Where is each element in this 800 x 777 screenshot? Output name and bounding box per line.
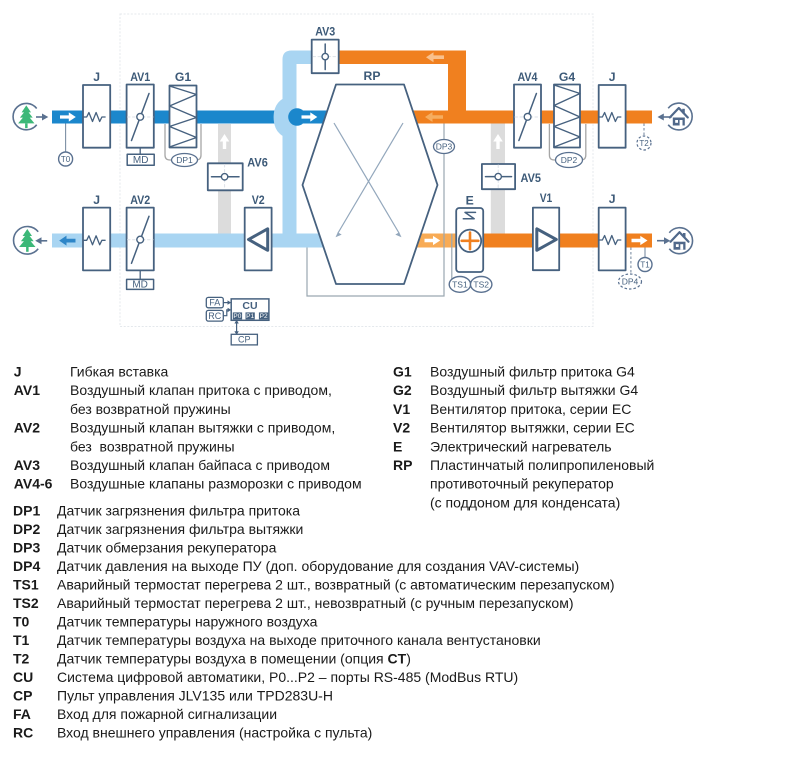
svg-text:TS2: TS2 — [473, 279, 489, 289]
svg-text:T1: T1 — [13, 632, 30, 648]
svg-text:противоточный рекуператор: противоточный рекуператор — [430, 476, 614, 492]
svg-text:RC: RC — [208, 311, 221, 321]
svg-text:J: J — [93, 70, 100, 84]
svg-text:Электрический нагреватель: Электрический нагреватель — [430, 438, 612, 454]
svg-text:T2: T2 — [639, 139, 649, 148]
svg-text:Вход внешнего управления (наст: Вход внешнего управления (настройка с пу… — [57, 725, 372, 741]
svg-text:TS2: TS2 — [13, 595, 39, 611]
svg-text:G4: G4 — [559, 70, 575, 84]
svg-text:Пульт управления JLV135 или TP: Пульт управления JLV135 или TPD283U-H — [57, 688, 333, 704]
svg-text:MD: MD — [133, 155, 149, 166]
svg-text:V1: V1 — [393, 401, 410, 417]
svg-text:RP: RP — [364, 69, 381, 83]
svg-text:V1: V1 — [540, 191, 553, 205]
svg-text:CU: CU — [242, 300, 257, 312]
svg-text:DP3: DP3 — [436, 142, 453, 152]
svg-text:P1: P1 — [246, 313, 254, 320]
svg-text:DP2: DP2 — [13, 521, 40, 537]
svg-text:DP4: DP4 — [13, 558, 40, 574]
svg-text:Воздушные клапаны разморозки с: Воздушные клапаны разморозки с приводом — [70, 476, 362, 492]
svg-text:Воздушный клапан вытяжки с при: Воздушный клапан вытяжки с приводом, — [70, 420, 335, 436]
svg-text:Аварийный термостат перегрева: Аварийный термостат перегрева 2 шт., нев… — [57, 595, 573, 611]
svg-text:G1: G1 — [393, 364, 412, 380]
svg-text:AV6: AV6 — [247, 156, 268, 170]
svg-text:J: J — [14, 364, 22, 380]
svg-text:AV2: AV2 — [130, 193, 150, 207]
svg-text:без возвратной пружины: без возвратной пружины — [70, 401, 231, 417]
svg-text:Вентилятор вытяжки, серии EC: Вентилятор вытяжки, серии EC — [430, 420, 635, 436]
svg-text:AV1: AV1 — [14, 382, 40, 398]
svg-text:T1: T1 — [640, 261, 650, 270]
svg-text:AV3: AV3 — [14, 457, 40, 473]
svg-text:AV2: AV2 — [14, 420, 40, 436]
svg-text:AV5: AV5 — [521, 171, 542, 185]
svg-text:(с поддоном для конденсата): (с поддоном для конденсата) — [430, 494, 620, 510]
svg-text:CP: CP — [238, 335, 251, 345]
svg-text:Датчик температуры воздуха на: Датчик температуры воздуха на выходе при… — [57, 632, 541, 648]
svg-text:MD: MD — [132, 279, 148, 290]
svg-text:DP1: DP1 — [176, 155, 193, 165]
svg-text:Система цифровой автоматики, P: Система цифровой автоматики, P0...P2 – п… — [57, 669, 518, 685]
svg-text:G1: G1 — [175, 70, 191, 84]
svg-text:J: J — [609, 192, 616, 206]
svg-text:Датчик обмерзания рекуператора: Датчик обмерзания рекуператора — [57, 540, 277, 556]
svg-text:Вентилятор притока, серии EC: Вентилятор притока, серии EC — [430, 401, 631, 417]
svg-text:RC: RC — [13, 725, 33, 741]
svg-text:Воздушный фильтр притока G4: Воздушный фильтр притока G4 — [430, 364, 635, 380]
svg-text:AV1: AV1 — [130, 70, 150, 84]
svg-text:Пластинчатый полипропиленовый: Пластинчатый полипропиленовый — [430, 457, 654, 473]
svg-text:Вход для пожарной сигнализации: Вход для пожарной сигнализации — [57, 706, 277, 722]
svg-text:Воздушный клапан притока с при: Воздушный клапан притока с приводом, — [70, 382, 332, 398]
svg-text:RP: RP — [393, 457, 412, 473]
svg-text:Воздушный клапан байпаса с при: Воздушный клапан байпаса с приводом — [70, 457, 330, 473]
svg-text:CU: CU — [13, 669, 33, 685]
svg-text:E: E — [393, 438, 402, 454]
svg-text:V2: V2 — [393, 420, 410, 436]
svg-text:DP2: DP2 — [561, 155, 578, 165]
svg-text:DP4: DP4 — [622, 277, 639, 287]
svg-text:DP1: DP1 — [13, 503, 40, 519]
svg-text:T0: T0 — [13, 614, 30, 630]
svg-text:AV3: AV3 — [315, 25, 335, 39]
svg-text:FA: FA — [209, 298, 220, 308]
svg-text:J: J — [609, 70, 616, 84]
svg-text:AV4-6: AV4-6 — [14, 476, 53, 492]
svg-text:Датчик температуры наружного в: Датчик температуры наружного воздуха — [57, 614, 318, 630]
svg-text:P2: P2 — [260, 313, 268, 320]
svg-text:P0: P0 — [233, 313, 241, 320]
svg-text:T2: T2 — [13, 651, 30, 667]
svg-text:G2: G2 — [393, 382, 412, 398]
svg-text:Гибкая вставка: Гибкая вставка — [70, 364, 169, 380]
svg-text:FA: FA — [13, 706, 31, 722]
svg-text:Воздушный фильтр вытяжки G4: Воздушный фильтр вытяжки G4 — [430, 382, 638, 398]
svg-text:Датчик загрязнения фильтра при: Датчик загрязнения фильтра притока — [57, 503, 300, 519]
svg-text:Датчик температуры воздуха в п: Датчик температуры воздуха в помещении (… — [57, 651, 411, 667]
svg-text:T0: T0 — [61, 155, 71, 164]
svg-text:TS1: TS1 — [452, 279, 468, 289]
svg-text:Датчик загрязнения фильтра выт: Датчик загрязнения фильтра вытяжки — [57, 521, 303, 537]
svg-text:J: J — [93, 193, 100, 207]
svg-text:Аварийный термостат перегрева: Аварийный термостат перегрева 2 шт., воз… — [57, 577, 615, 593]
svg-text:TS1: TS1 — [13, 577, 39, 593]
svg-text:без возвратной пружины: без возвратной пружины — [70, 438, 235, 454]
svg-text:CP: CP — [13, 688, 32, 704]
svg-text:E: E — [466, 194, 474, 208]
svg-text:V2: V2 — [252, 193, 265, 207]
svg-text:Датчик давления на выходе ПУ (: Датчик давления на выходе ПУ (доп. обору… — [57, 558, 579, 574]
svg-text:DP3: DP3 — [13, 540, 40, 556]
svg-text:AV4: AV4 — [518, 70, 538, 84]
